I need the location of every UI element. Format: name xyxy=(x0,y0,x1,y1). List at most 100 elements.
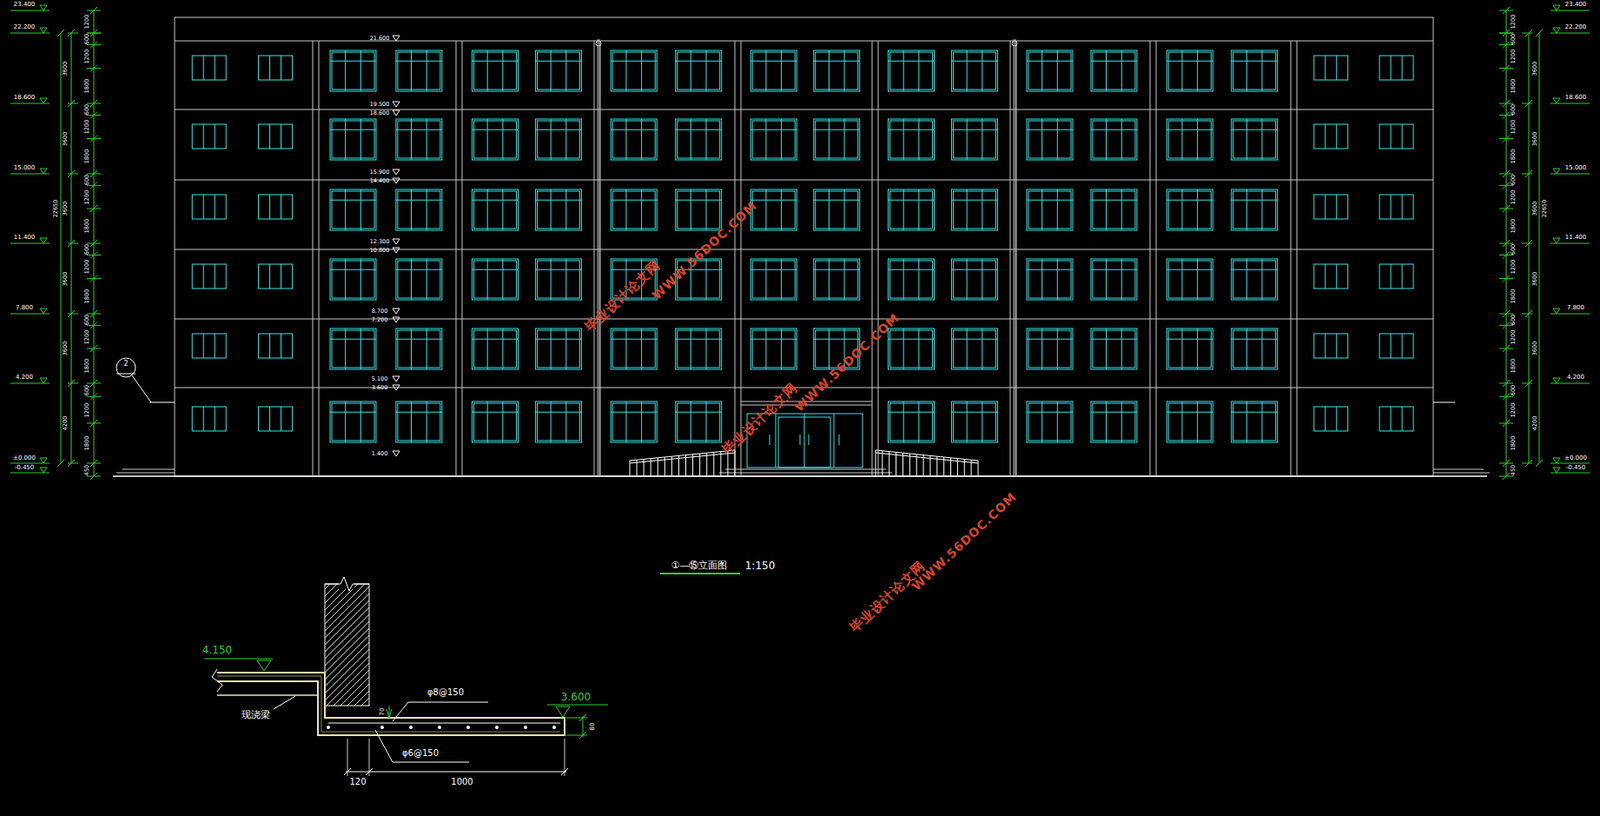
level-value: 10.800 xyxy=(370,247,391,254)
window-mullion xyxy=(828,50,830,92)
window xyxy=(396,189,443,231)
level-value: 12.300 xyxy=(370,238,391,245)
window-transom xyxy=(396,129,443,131)
window-mullion xyxy=(690,50,692,92)
window-mullion xyxy=(966,258,968,300)
window xyxy=(1026,258,1073,300)
level-symbol xyxy=(39,27,47,34)
window-mullion xyxy=(1105,119,1107,160)
watermark: WWW.56DOC.COM xyxy=(909,489,1019,593)
level-symbol xyxy=(1553,98,1561,104)
watermark: WWW.56DOC.COM xyxy=(792,310,901,414)
window-frame xyxy=(1168,52,1211,90)
dimension-value: 1800 xyxy=(84,288,91,304)
wall-hatch xyxy=(324,583,370,706)
window-transom xyxy=(472,199,519,201)
dimension-value: 1200 xyxy=(84,189,91,205)
window-mullion xyxy=(1335,124,1337,149)
level-value: 22.200 xyxy=(1565,24,1587,31)
door-handle xyxy=(769,434,771,445)
dimension-extension xyxy=(1499,348,1514,350)
window-frame xyxy=(397,191,441,229)
level-symbol xyxy=(1553,27,1561,34)
window xyxy=(750,119,797,160)
dimension-extension xyxy=(1499,277,1514,279)
level-value: 15.000 xyxy=(1565,165,1587,172)
dimension-extension xyxy=(1499,33,1514,34)
dimension-value: 1800 xyxy=(1510,78,1517,93)
dimension-extension xyxy=(1521,173,1533,175)
window-transom xyxy=(813,60,860,62)
dimension-value: 600 xyxy=(84,313,91,324)
dimension-extension xyxy=(1499,208,1514,210)
window-mullion xyxy=(1324,333,1326,358)
window xyxy=(1166,50,1213,92)
ramp-baluster xyxy=(713,451,715,477)
dimension-extension xyxy=(86,67,101,69)
window-frame xyxy=(677,52,721,90)
window-transom xyxy=(1231,411,1278,413)
window-frame xyxy=(1233,260,1277,298)
building-outline xyxy=(174,17,1434,477)
leader-line xyxy=(273,695,296,709)
window-mullion xyxy=(705,189,707,231)
index-leader xyxy=(149,402,175,404)
dimension-value: 600 xyxy=(1510,383,1517,395)
window-mullion xyxy=(487,189,489,231)
dimension-extension xyxy=(86,173,101,175)
window xyxy=(951,50,998,92)
level-value: 21.600 xyxy=(370,35,391,42)
dimension-value: 4200 xyxy=(1532,416,1539,431)
window-transom xyxy=(610,129,657,131)
window-frame xyxy=(1233,191,1277,229)
dimension-extension xyxy=(86,254,101,256)
window-mullion xyxy=(966,50,968,92)
index-circle xyxy=(116,357,136,377)
pilaster-line xyxy=(600,40,602,477)
window xyxy=(1314,333,1349,358)
dimension-value: 600 xyxy=(84,104,91,115)
window-mullion xyxy=(410,189,412,231)
dimension-line xyxy=(1528,33,1530,463)
dimension-tick xyxy=(1535,459,1543,467)
window-mullion xyxy=(214,264,216,289)
level-value: ±0.000 xyxy=(13,455,36,462)
window-mullion xyxy=(966,328,968,370)
window xyxy=(675,189,722,231)
window xyxy=(813,50,860,92)
window-mullion xyxy=(1181,119,1183,160)
window-transom xyxy=(396,411,443,413)
window-frame xyxy=(890,260,933,298)
window-transom xyxy=(1166,60,1213,62)
window-transom xyxy=(1166,338,1213,340)
window xyxy=(191,194,226,219)
wall-hatch xyxy=(324,583,370,706)
window xyxy=(258,406,293,431)
downpipe-head xyxy=(595,40,602,47)
window-mullion xyxy=(360,401,362,443)
dimension-extension xyxy=(86,33,101,34)
window xyxy=(1026,50,1073,92)
dimension-extension xyxy=(86,462,101,464)
window-transom xyxy=(675,129,722,131)
window-mullion xyxy=(1390,124,1392,149)
window-frame xyxy=(1092,191,1136,229)
window-mullion xyxy=(780,328,782,370)
window-transom xyxy=(951,199,998,201)
window-mullion xyxy=(1335,406,1337,431)
window-transom xyxy=(472,269,519,271)
window-frame xyxy=(1028,403,1072,441)
window-transom xyxy=(1090,269,1138,271)
beam-line xyxy=(217,694,318,696)
wall-hatch xyxy=(368,583,370,706)
window-mullion xyxy=(550,50,552,92)
window-mullion xyxy=(625,50,627,92)
window-frame xyxy=(474,191,517,229)
level-value: 18.600 xyxy=(13,94,36,101)
ramp-baluster xyxy=(916,454,918,477)
slab-outline xyxy=(217,672,565,735)
wall-hatch xyxy=(340,583,370,706)
ramp-baluster xyxy=(888,451,890,477)
window-mullion xyxy=(1261,119,1263,160)
ramp-baluster xyxy=(950,457,952,477)
